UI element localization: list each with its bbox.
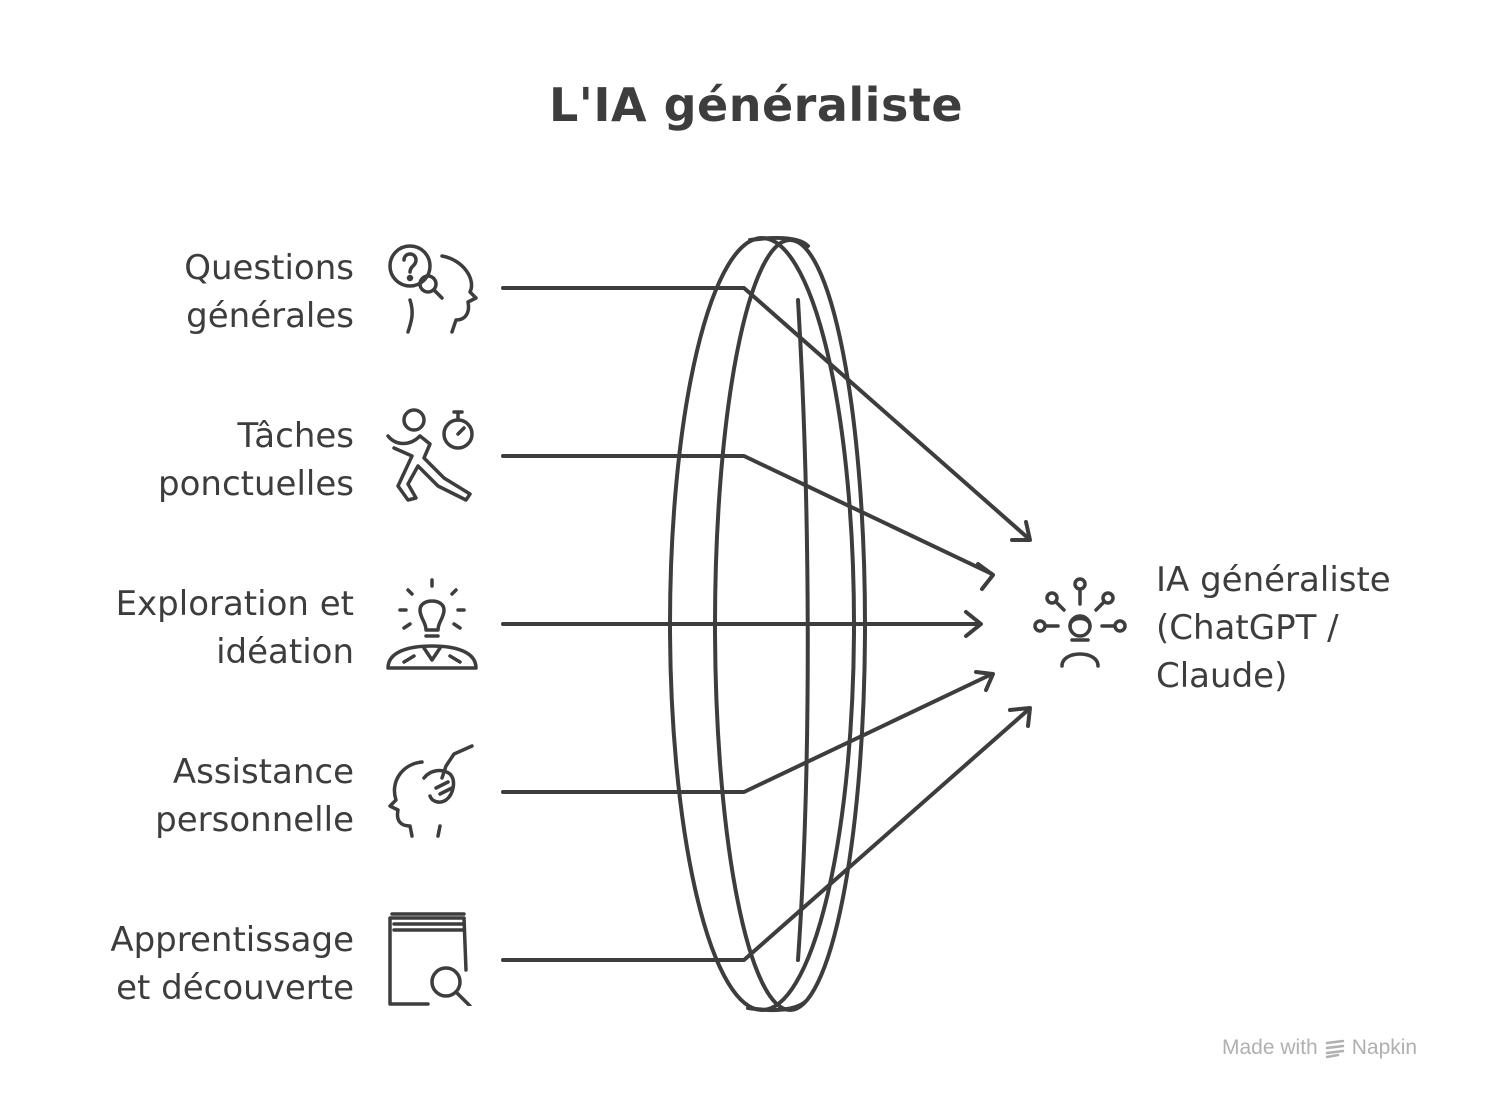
watermark-prefix: Made with [1222, 1036, 1318, 1059]
item-label-line: Questions [184, 248, 354, 288]
running-stopwatch-icon [384, 406, 480, 502]
head-question-icon [384, 240, 480, 336]
lightbulb-person-icon [384, 576, 480, 672]
arrow-taches [501, 454, 995, 591]
result-label-line: (ChatGPT / [1156, 608, 1339, 648]
arrow-apprentissage [501, 706, 1032, 962]
item-label-exploration: Exploration et idéation [24, 580, 354, 676]
item-label-line: et découverte [116, 968, 354, 1008]
page-title: L'IA généraliste [548, 78, 964, 132]
hand-on-head-icon [384, 742, 480, 838]
item-label-line: générales [186, 296, 354, 336]
ai-person-network-icon [1032, 576, 1128, 672]
result-label: IA généraliste (ChatGPT / Claude) [1156, 556, 1476, 700]
arrow-questions [501, 286, 1032, 542]
item-label-line: idéation [216, 632, 354, 672]
book-magnifier-icon [384, 910, 480, 1006]
napkin-logo-icon [1325, 1039, 1344, 1059]
item-label-line: Tâches [237, 416, 354, 456]
result-label-line: IA généraliste [1156, 560, 1391, 600]
item-label-line: ponctuelles [158, 464, 354, 504]
arrow-exploration [501, 610, 983, 638]
item-label-assistance: Assistance personnelle [24, 748, 354, 844]
result-label-line: Claude) [1156, 656, 1288, 696]
watermark: Made with Napkin [1222, 1036, 1417, 1060]
watermark-brand: Napkin [1351, 1036, 1418, 1059]
item-label-apprentissage: Apprentissage et découverte [24, 916, 354, 1012]
item-label-line: Exploration et [115, 584, 354, 624]
arrow-assistance [501, 670, 995, 794]
item-label-questions: Questions générales [24, 244, 354, 340]
item-label-line: Apprentissage [110, 920, 354, 960]
item-label-line: Assistance [172, 752, 354, 792]
item-label-line: personnelle [155, 800, 354, 840]
item-label-taches: Tâches ponctuelles [24, 412, 354, 508]
